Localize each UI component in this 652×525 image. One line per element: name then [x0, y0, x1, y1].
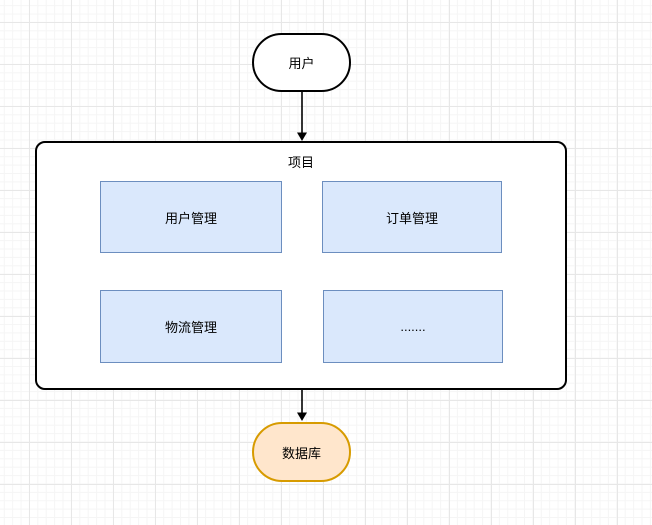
node-module-order-management[interactable]: 订单管理	[322, 181, 502, 253]
node-module-user-management[interactable]: 用户管理	[100, 181, 282, 253]
node-module-label: 物流管理	[164, 320, 217, 335]
node-user[interactable]: 用户	[252, 33, 351, 92]
node-user-label: 用户	[288, 56, 315, 71]
node-database[interactable]: 数据库	[252, 422, 351, 482]
node-project-label: 项目	[287, 155, 314, 170]
arrowhead-down-icon	[297, 412, 307, 421]
node-module-ellipsis[interactable]: .......	[323, 290, 503, 363]
arrowhead-down-icon	[297, 132, 307, 141]
node-module-label: .......	[400, 319, 426, 334]
node-database-label: 数据库	[281, 445, 321, 461]
node-module-label: 订单管理	[385, 210, 438, 226]
node-module-logistics-management[interactable]: 物流管理	[100, 290, 282, 363]
edge-user-to-project-arrow[interactable]	[297, 92, 307, 141]
node-module-label: 用户管理	[164, 210, 217, 226]
edge-project-to-database-arrow[interactable]	[297, 390, 307, 421]
